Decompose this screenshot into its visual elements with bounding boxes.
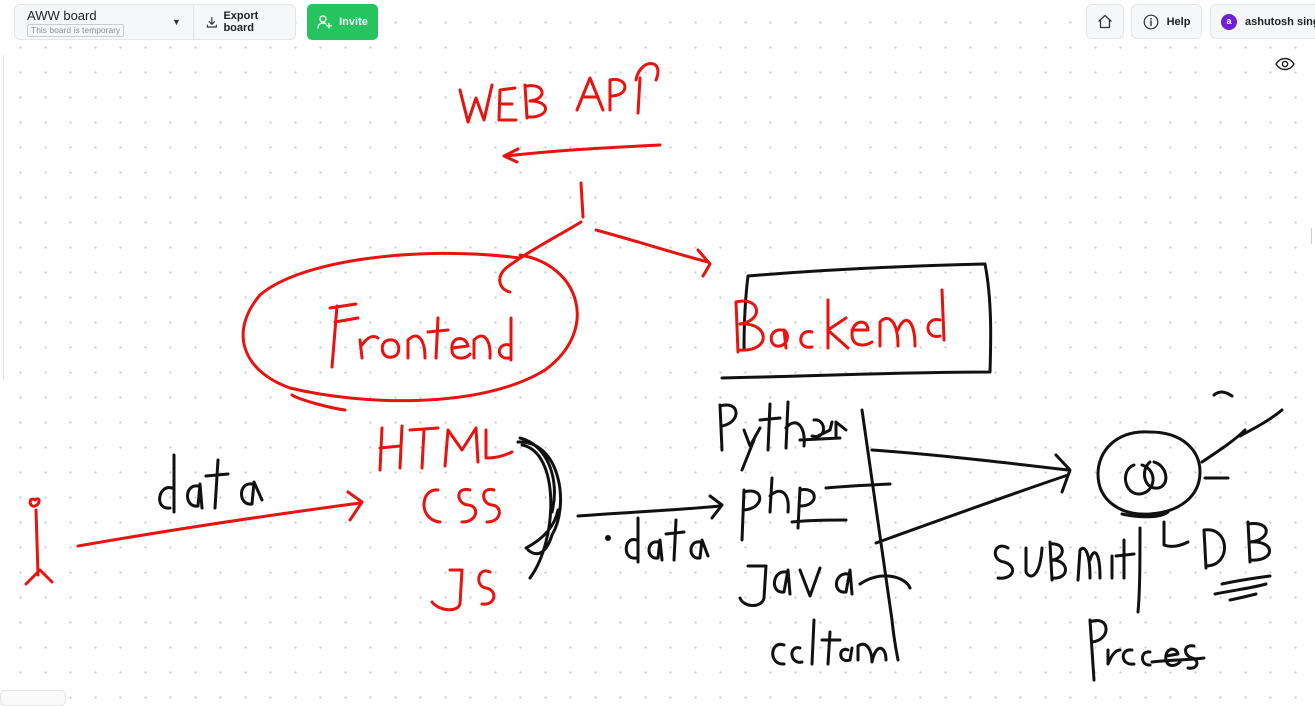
eye-icon[interactable] <box>1275 57 1295 71</box>
add-user-icon <box>317 15 332 29</box>
toolbar-divider <box>192 4 194 40</box>
chevron-down-icon[interactable]: ▼ <box>171 17 181 27</box>
board-info[interactable]: AWW board This board is temporary <box>15 8 172 37</box>
bottom-left-tab[interactable] <box>0 690 66 706</box>
user-name: ashutosh singh <box>1245 15 1315 28</box>
board-name[interactable]: AWW board <box>27 7 97 23</box>
avatar: a <box>1221 13 1237 30</box>
export-board-label: Export board <box>223 10 259 34</box>
right-scroll-mark <box>1311 228 1315 244</box>
home-icon <box>1098 14 1112 29</box>
invite-button[interactable]: Invite <box>307 4 378 40</box>
left-panel-edge <box>0 55 4 380</box>
board-toolbar: AWW board This board is temporary ▼ Expo… <box>14 4 296 40</box>
board-temporary-badge: This board is temporary <box>27 23 125 37</box>
help-button[interactable]: Help <box>1131 4 1202 39</box>
home-button[interactable] <box>1086 4 1124 39</box>
download-icon <box>206 16 217 28</box>
invite-label: Invite <box>339 16 368 28</box>
help-label: Help <box>1166 15 1191 28</box>
export-board-button[interactable]: Export board <box>194 5 295 39</box>
info-icon <box>1143 14 1158 29</box>
user-menu-button[interactable]: a ashutosh singh <box>1210 4 1315 39</box>
